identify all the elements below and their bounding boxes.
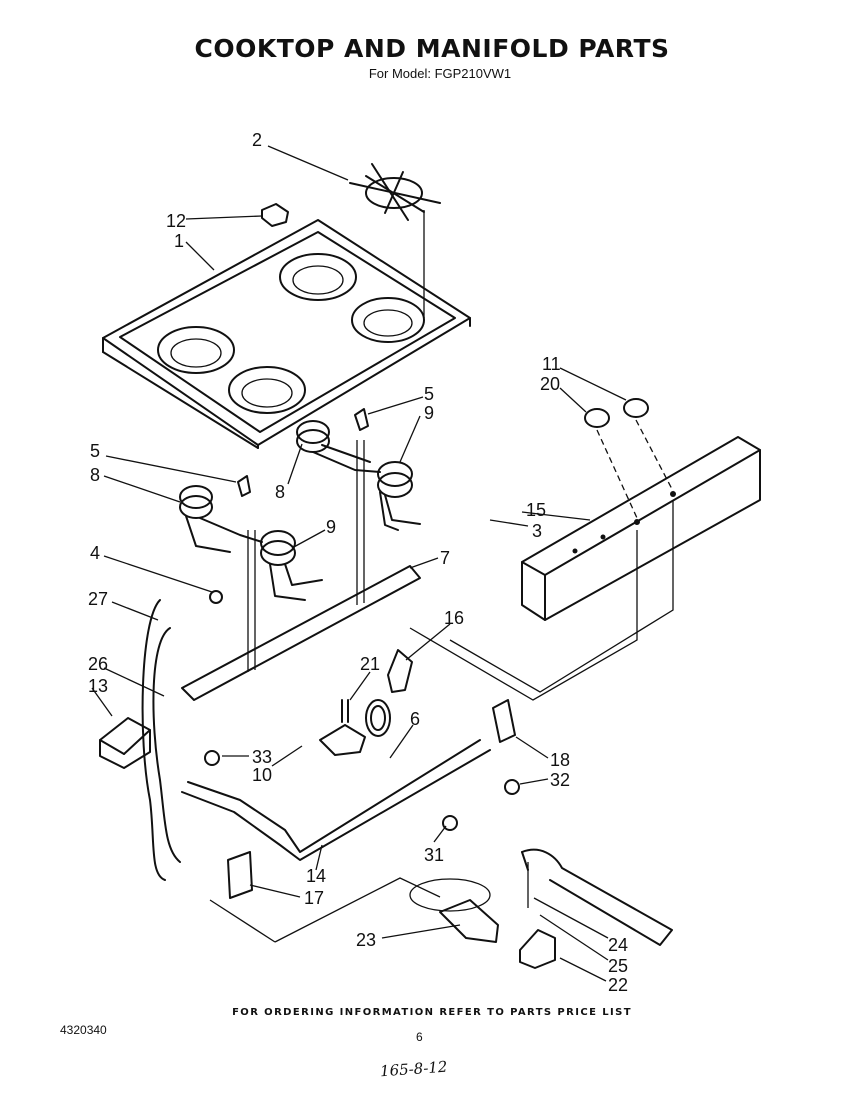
callout-17: 17 <box>304 888 324 908</box>
cooktop-drawing <box>102 219 471 449</box>
callout-16: 16 <box>444 608 464 628</box>
manifold-brace-drawing <box>99 440 674 899</box>
callout-22: 22 <box>608 975 628 995</box>
callout-5-lower: 5 <box>90 441 100 461</box>
callout-21: 21 <box>360 654 380 674</box>
callout-26: 26 <box>88 654 108 674</box>
callout-20: 20 <box>540 374 560 394</box>
callout-10: 10 <box>252 765 272 785</box>
callout-18: 18 <box>550 750 570 770</box>
model-subtitle: For Model: FGP210VW1 <box>368 66 512 81</box>
callout-32: 32 <box>550 770 570 790</box>
callout-labels: 2 12 1 11 20 5 9 5 8 8 9 15 3 4 7 27 16 … <box>88 130 628 995</box>
manifold-panel-drawing <box>521 398 761 621</box>
callout-15: 15 <box>526 500 546 520</box>
callout-12: 12 <box>166 211 186 231</box>
leader-lines <box>91 145 627 982</box>
callout-1: 1 <box>174 231 184 251</box>
callout-2: 2 <box>252 130 262 150</box>
callout-25: 25 <box>608 956 628 976</box>
callout-13: 13 <box>88 676 108 696</box>
callout-6: 6 <box>410 709 420 729</box>
callout-14: 14 <box>306 866 326 886</box>
callout-3: 3 <box>532 521 542 541</box>
callout-27: 27 <box>88 589 108 609</box>
callout-9-upper: 9 <box>424 403 434 423</box>
document-number: 4320340 <box>60 1023 107 1037</box>
callout-31: 31 <box>424 845 444 865</box>
callout-23: 23 <box>356 930 376 950</box>
callout-4: 4 <box>90 543 100 563</box>
callout-9-lower: 9 <box>326 517 336 537</box>
callout-11: 11 <box>542 354 561 374</box>
callout-33: 33 <box>252 747 272 767</box>
cooktop-clip-drawing <box>261 203 289 227</box>
callout-7: 7 <box>440 548 450 568</box>
page-title: COOKTOP AND MANIFOLD PARTS <box>194 34 670 63</box>
callout-8-upper: 8 <box>275 482 285 502</box>
burners-drawing <box>179 408 421 601</box>
burner-grate-drawing <box>349 163 441 318</box>
ordering-note: FOR ORDERING INFORMATION REFER TO PARTS … <box>232 1007 632 1018</box>
oven-burner-drawing <box>209 848 673 969</box>
callout-5-upper: 5 <box>424 384 434 404</box>
callout-24: 24 <box>608 935 628 955</box>
callout-8-lower: 8 <box>90 465 100 485</box>
page-number: 6 <box>416 1030 423 1044</box>
